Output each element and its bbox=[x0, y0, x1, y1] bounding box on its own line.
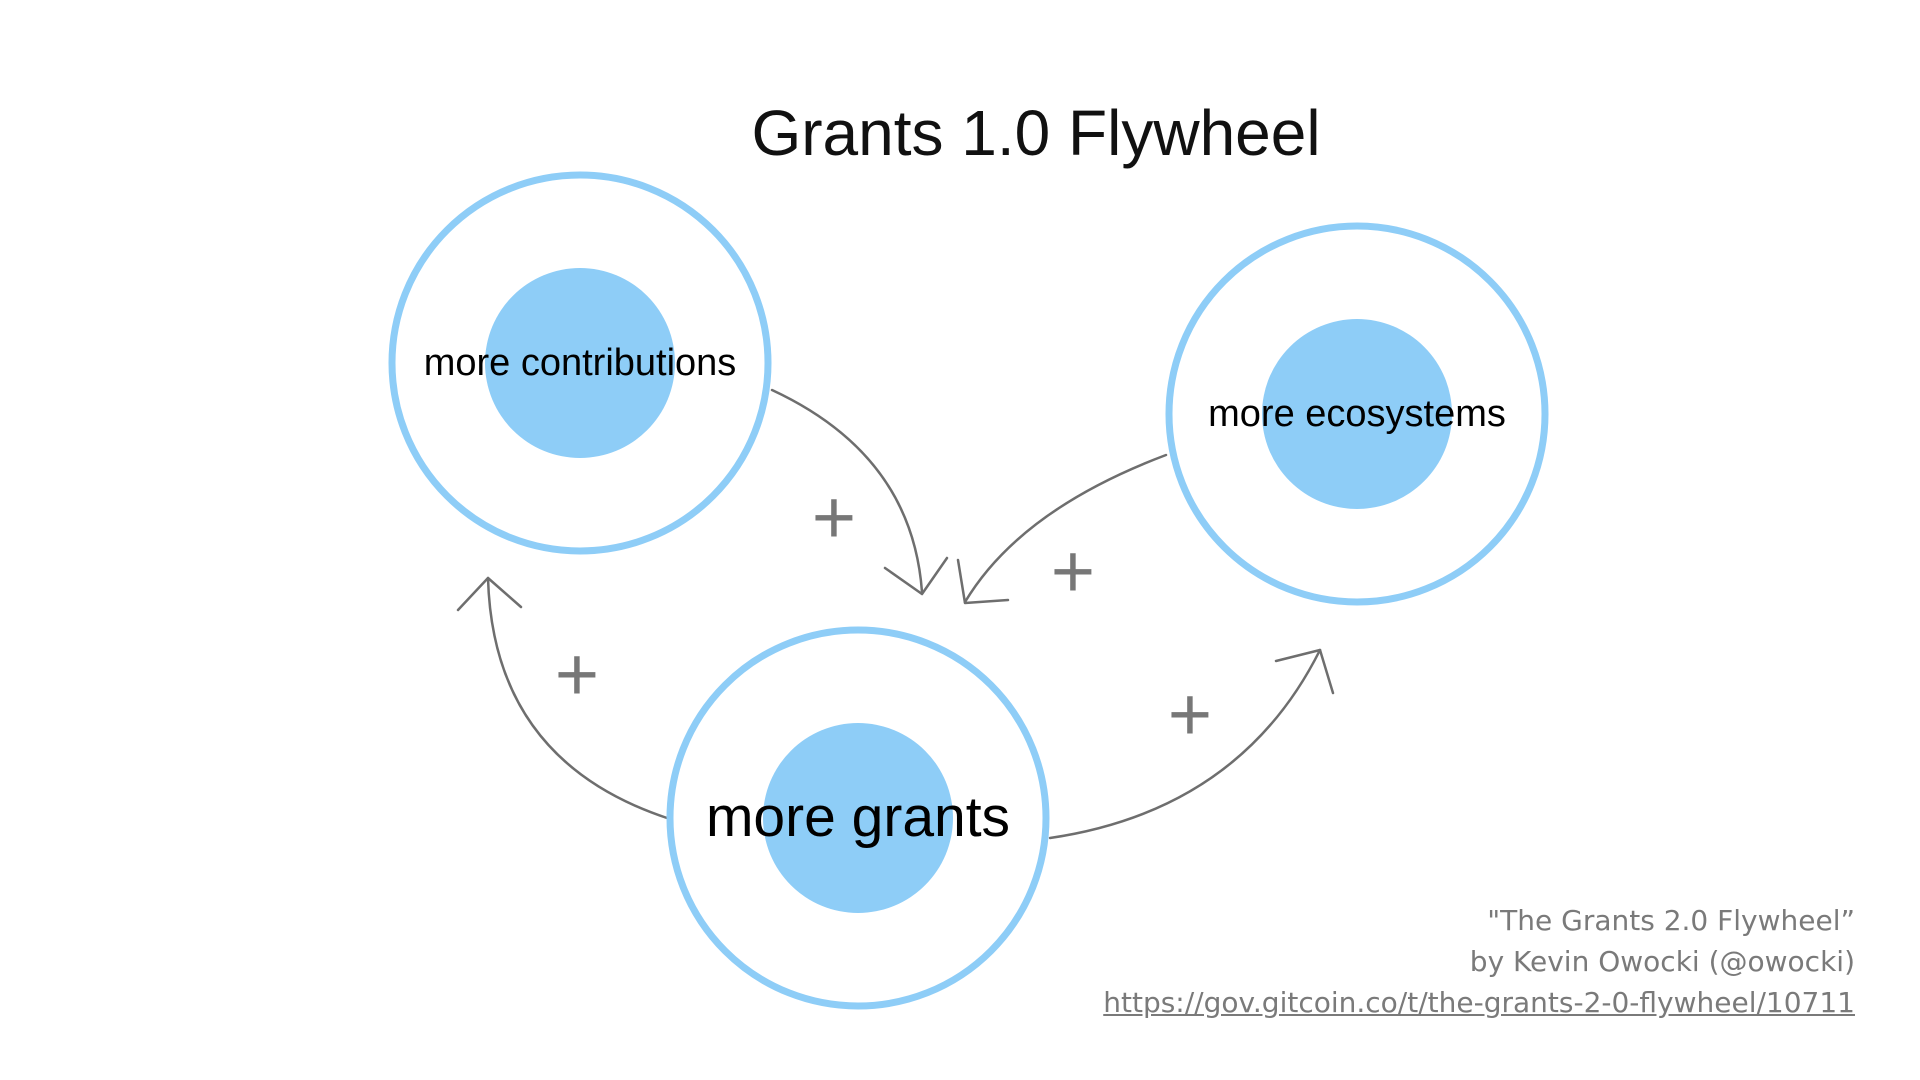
attribution-link[interactable]: https://gov.gitcoin.co/t/the-grants-2-0-… bbox=[1103, 986, 1855, 1019]
node-ecosystems: more ecosystems bbox=[1165, 222, 1549, 606]
node-contributions: more contributions bbox=[388, 171, 772, 555]
arrowhead-ecosystems-to-grants bbox=[956, 558, 1010, 605]
arrowhead-grants-to-ecosystems bbox=[1274, 648, 1335, 695]
arrowhead-contributions-to-grants bbox=[883, 556, 949, 596]
plus-sign-grants-contributions: + bbox=[555, 632, 599, 717]
plus-sign-contributions-grants: + bbox=[812, 475, 856, 560]
arrow-grants-to-contributions bbox=[486, 576, 669, 820]
arrow-ecosystems-to-grants bbox=[963, 453, 1168, 604]
node-ecosystems-core bbox=[1262, 319, 1452, 509]
plus-sign-grants-ecosystems: + bbox=[1168, 672, 1212, 757]
node-ecosystems-label: more ecosystems bbox=[1208, 393, 1506, 435]
node-grants-label: more grants bbox=[706, 785, 1010, 849]
diagram-title: Grants 1.0 Flywheel bbox=[751, 97, 1320, 169]
plus-sign-ecosystems-grants: + bbox=[1051, 529, 1095, 614]
attribution: "The Grants 2.0 Flywheel” by Kevin Owock… bbox=[1103, 900, 1855, 1023]
node-contributions-core bbox=[485, 268, 675, 458]
attribution-title: "The Grants 2.0 Flywheel” bbox=[1487, 904, 1855, 937]
arrow-grants-to-ecosystems bbox=[1048, 648, 1322, 840]
node-grants: more grants bbox=[666, 626, 1050, 1010]
node-grants-core bbox=[763, 723, 953, 913]
arrowhead-grants-to-contributions bbox=[456, 576, 523, 612]
node-contributions-label: more contributions bbox=[424, 342, 737, 384]
arrow-contributions-to-grants bbox=[770, 388, 924, 594]
attribution-author: by Kevin Owocki (@owocki) bbox=[1469, 945, 1855, 978]
